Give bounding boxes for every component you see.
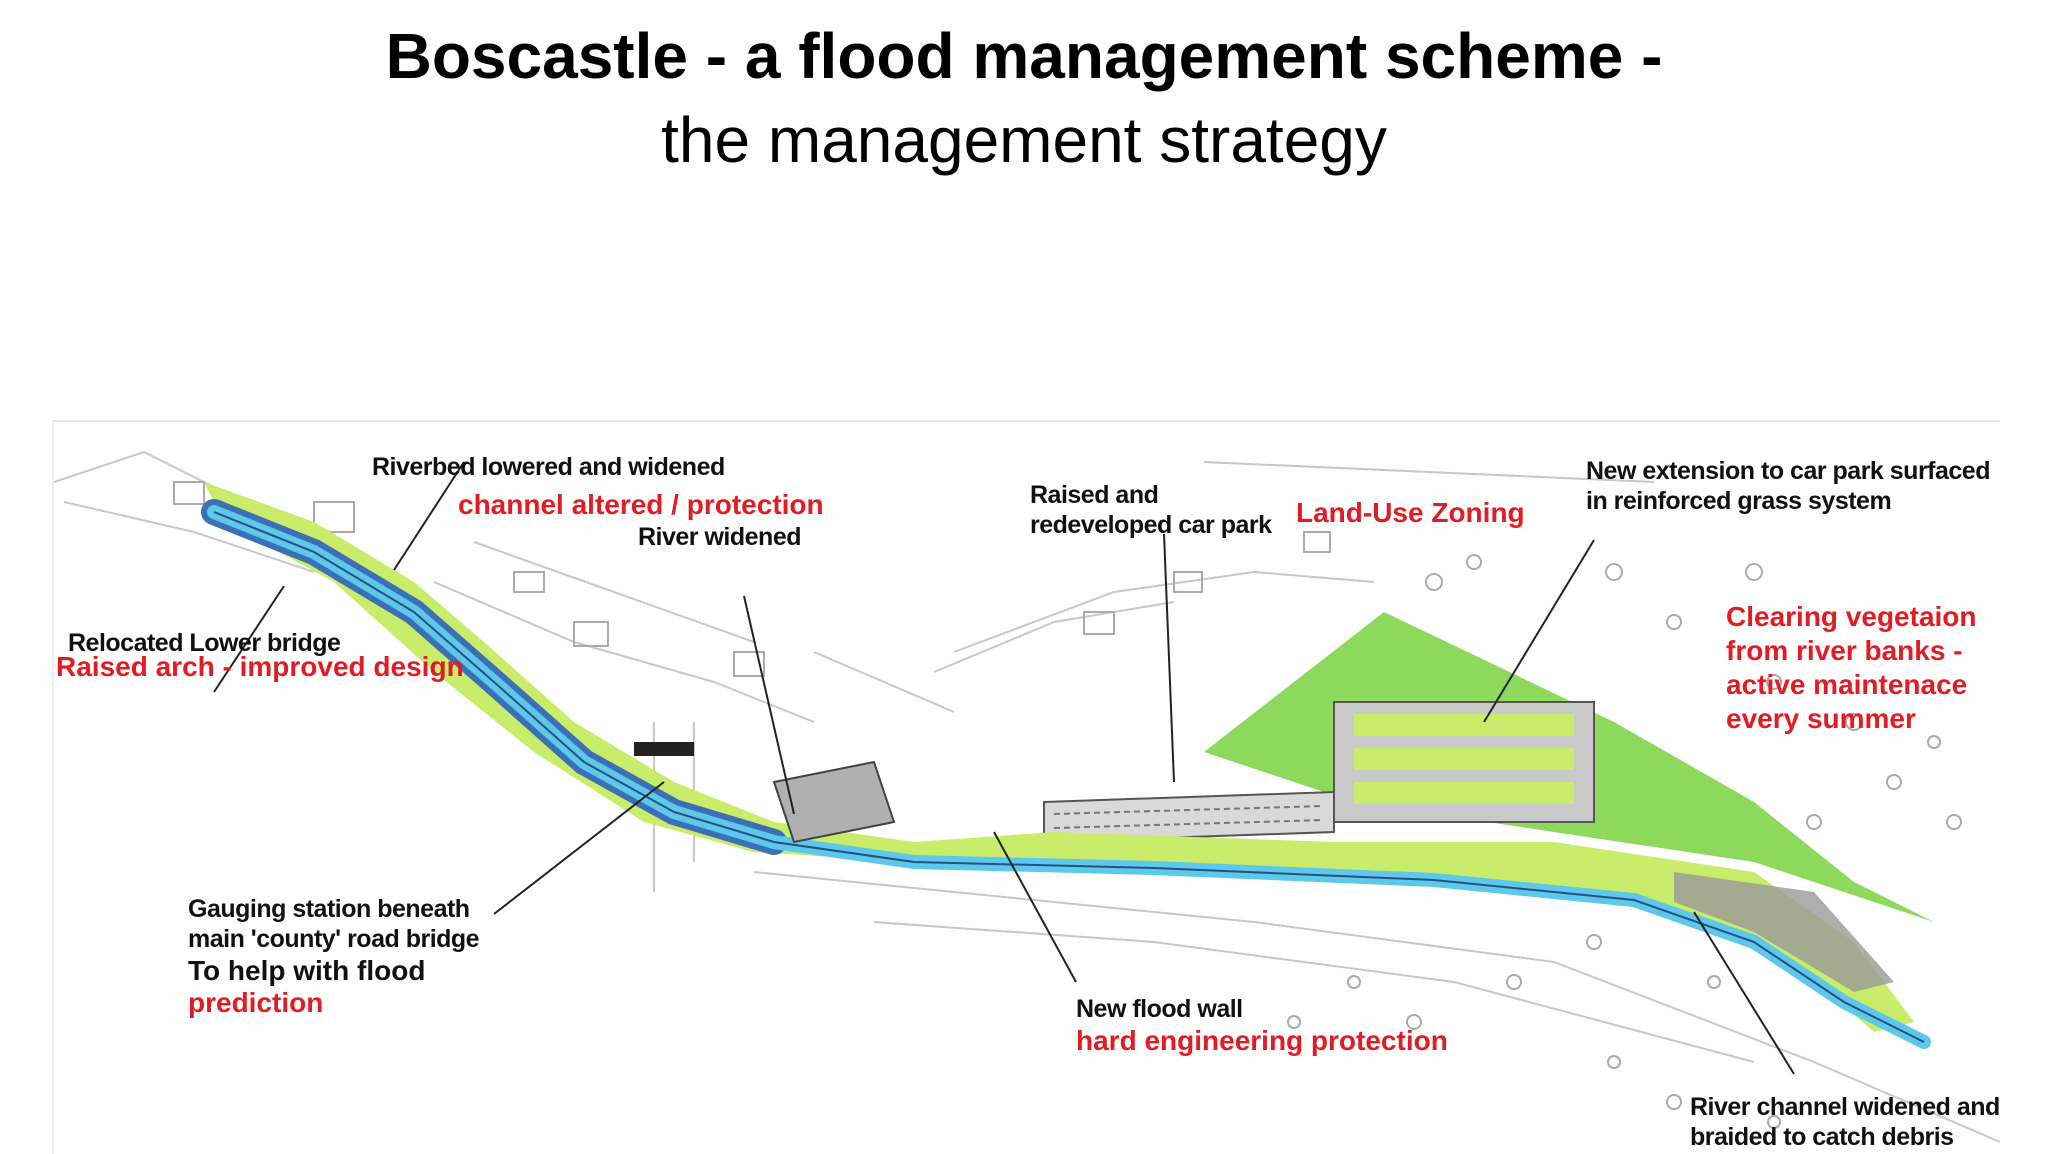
debris-braided-area xyxy=(1674,872,1894,992)
slide-subtitle: the management strategy xyxy=(661,104,1387,176)
label-clearing-line3: active maintenace xyxy=(1726,669,1968,700)
label-clearing-line2: from river banks - xyxy=(1726,635,1963,666)
annotation-leader-lines xyxy=(213,461,1795,1075)
label-raised-line2: redeveloped car park xyxy=(1030,511,1272,539)
label-gauging-line1: Gauging station beneath xyxy=(188,895,470,923)
label-raised-line1: Raised and xyxy=(1030,481,1159,509)
label-hard-engineering: hard engineering protection xyxy=(1076,1025,1448,1056)
car-park-extension xyxy=(1333,701,1595,823)
label-braided-line1: River channel widened and xyxy=(1690,1093,2000,1121)
upper-green-bank xyxy=(204,482,1914,1032)
county-road-bridge xyxy=(634,742,896,844)
label-braided-line2: braided to catch debris xyxy=(1690,1123,1954,1151)
label-flood-wall: New flood wall xyxy=(1076,995,1243,1023)
slide-title: Boscastle - a flood management scheme - xyxy=(385,20,1663,92)
label-land-use: Land-Use Zoning xyxy=(1296,497,1525,528)
flood-scheme-map: Riverbed lowered and widened channel alt… xyxy=(52,420,2000,1154)
label-gauging-line2: main 'county' road bridge xyxy=(188,925,480,953)
label-relocated-bridge: Relocated Lower bridge xyxy=(68,629,341,657)
label-river-widened: River widened xyxy=(638,523,802,551)
label-channel-altered: channel altered / protection xyxy=(458,489,824,520)
label-clearing-line1: Clearing vegetaion xyxy=(1726,601,1977,632)
map-buildings xyxy=(173,481,1962,1129)
label-raised-arch: Raised arch - improved design xyxy=(56,651,464,682)
label-riverbed: Riverbed lowered and widened xyxy=(372,453,725,481)
label-extension-line1: New extension to car park surfaced xyxy=(1586,457,1990,485)
label-prediction: prediction xyxy=(188,987,324,1018)
map-drawing xyxy=(54,450,2000,1143)
river-channel-edge xyxy=(213,511,1925,1043)
raised-car-park xyxy=(1043,790,1335,844)
label-clearing-line4: every summer xyxy=(1726,703,1916,734)
label-help-flood: To help with flood xyxy=(188,955,426,986)
label-extension-line2: in reinforced grass system xyxy=(1586,487,1892,515)
